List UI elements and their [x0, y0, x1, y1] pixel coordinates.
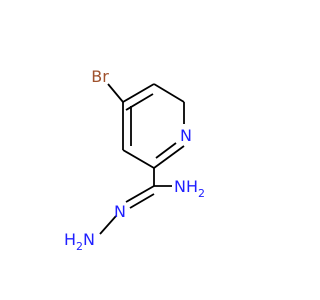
- bond-c4-br: [107, 83, 124, 103]
- bond-c6-c5: [122, 149, 155, 169]
- atom-h2n: H2N: [64, 230, 95, 253]
- atom-h2n-n: N: [83, 230, 95, 249]
- bond-n-nh2: [99, 215, 117, 235]
- atom-nh2-subscript: 2: [198, 187, 205, 200]
- atom-labels: Br N NH2 N H2N: [64, 67, 205, 253]
- bond-camidine-n-double: [125, 185, 155, 203]
- atom-n-imine: N: [114, 202, 126, 221]
- bond-n1-c6-inner: [155, 142, 177, 159]
- atom-h2n-h: H: [64, 230, 76, 249]
- bond-c3-c2: [153, 83, 185, 103]
- molecule-structure: Br N NH2 N H2N: [64, 67, 205, 253]
- bond-c4-c3: [122, 83, 155, 103]
- atom-h2n-subscript: 2: [76, 240, 83, 253]
- atom-n-ring: N: [180, 126, 192, 145]
- bonds: [99, 83, 185, 235]
- bond-n1-c6-double: [153, 145, 185, 169]
- bond-camidine-n-double-inner: [129, 193, 155, 209]
- atom-nh2-main: NH: [174, 177, 198, 196]
- atom-nh2: NH2: [174, 177, 205, 200]
- atom-br: Br: [91, 67, 109, 86]
- bond-c3-c2-double: [125, 93, 154, 111]
